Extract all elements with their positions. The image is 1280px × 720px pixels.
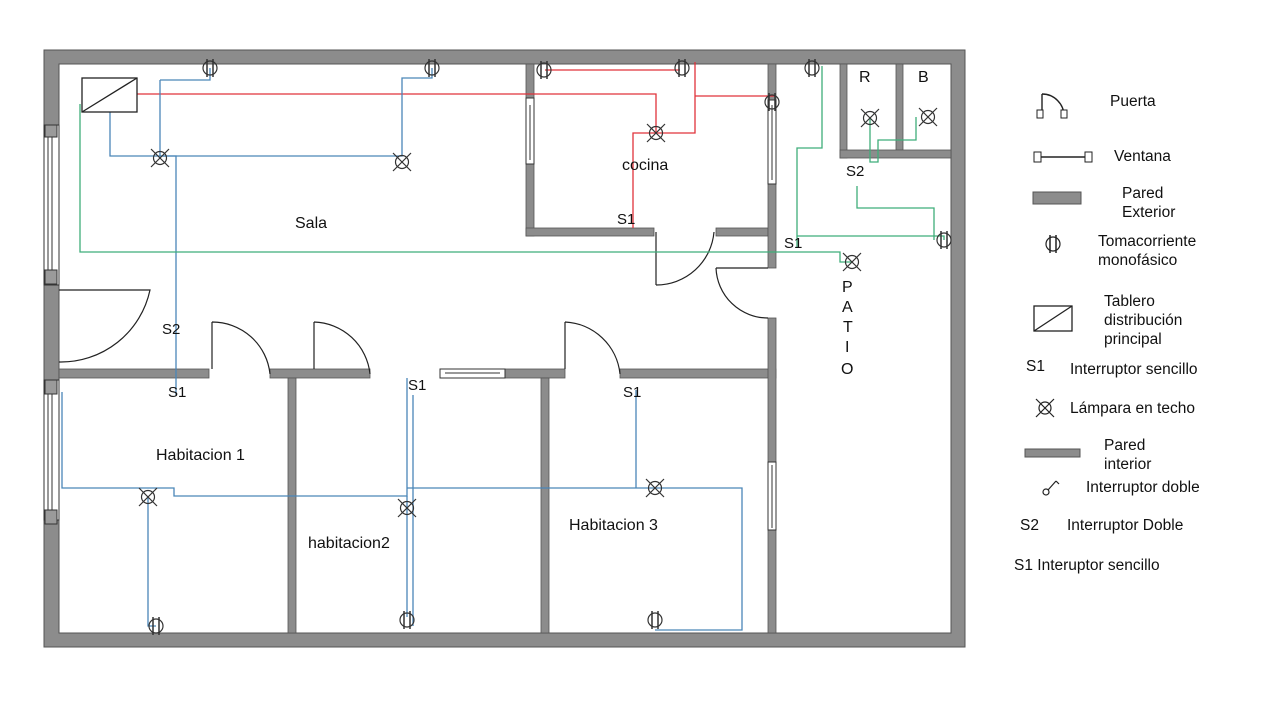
lamp-icon <box>860 108 880 128</box>
room-label-habitacion-3: Habitacion 3 <box>569 517 658 534</box>
room-label-cocina: cocina <box>622 157 668 174</box>
outlet-icon <box>1045 235 1061 253</box>
ceiling-lamps <box>138 107 938 518</box>
legend-pared-interior: Pared interior <box>1104 437 1152 473</box>
door-icon <box>1036 93 1068 119</box>
exterior-walls <box>43 49 966 648</box>
windows <box>43 97 777 531</box>
legend-pared-exterior: Pared Exterior <box>1122 185 1176 221</box>
room-label-habitacion-2: habitacion2 <box>308 535 390 552</box>
legend-tomacorriente: Tomacorriente monofásico <box>1098 233 1197 269</box>
panel-icon <box>1033 305 1073 332</box>
legend-interruptor-doble-s2: Interruptor Doble <box>1067 517 1184 534</box>
switch-label-hab1: S1 <box>168 384 186 401</box>
room-label-patio: P A T I O <box>841 279 854 378</box>
main-distribution-panel <box>81 77 138 113</box>
switch-label-cocina: S1 <box>617 211 635 228</box>
lamp-icon <box>1035 398 1055 418</box>
legend-puerta: Puerta <box>1110 93 1156 110</box>
green-circuits <box>79 66 945 263</box>
patio-letter: A <box>842 299 854 316</box>
switch-label-hab3: S1 <box>623 384 641 401</box>
lamp-icon <box>397 498 417 518</box>
lamp-icon <box>150 148 170 168</box>
legend-lampara: Lámpara en techo <box>1070 400 1195 417</box>
switch-label-patio: S1 <box>784 235 802 252</box>
lamp-icon <box>392 152 412 172</box>
patio-letter: T <box>843 319 854 336</box>
room-label-sala: Sala <box>295 215 327 232</box>
lamp-icon <box>646 123 666 143</box>
exterior-wall-icon <box>1032 191 1082 205</box>
room-label-b: B <box>918 69 929 86</box>
interior-wall-icon <box>1024 448 1081 458</box>
lamp-icon <box>138 487 158 507</box>
legend-tablero: Tablero distribución principal <box>1104 293 1183 348</box>
outlets <box>148 58 952 636</box>
legend-interruptor-doble: Interruptor doble <box>1086 479 1200 496</box>
legend-interruptor-sencillo: Interruptor sencillo <box>1070 361 1198 378</box>
interior-walls <box>58 63 952 634</box>
lamp-icon <box>918 107 938 127</box>
legend-ventana: Ventana <box>1114 148 1171 165</box>
red-circuit <box>112 62 775 228</box>
blue-circuits <box>61 68 743 631</box>
room-label-r: R <box>859 69 871 86</box>
window-icon <box>1033 151 1093 163</box>
legend-s1-interuptor: S1 Interuptor sencillo <box>1014 557 1160 574</box>
patio-letter: P <box>842 279 854 296</box>
room-label-habitacion-1: Habitacion 1 <box>156 447 245 464</box>
lamp-icon <box>645 478 665 498</box>
legend-s1-code: S1 <box>1026 358 1045 375</box>
doors <box>58 231 769 375</box>
legend-s2-code: S2 <box>1020 517 1039 534</box>
patio-letter: I <box>845 339 850 356</box>
switch-label-sala-s2: S2 <box>162 321 180 338</box>
lamp-icon <box>842 252 862 272</box>
outlet-icon <box>647 610 663 630</box>
double-switch-icon <box>1042 480 1060 496</box>
patio-letter: O <box>841 361 854 378</box>
switch-label-hab2: S1 <box>408 377 426 394</box>
switch-label-bath-s2: S2 <box>846 163 864 180</box>
